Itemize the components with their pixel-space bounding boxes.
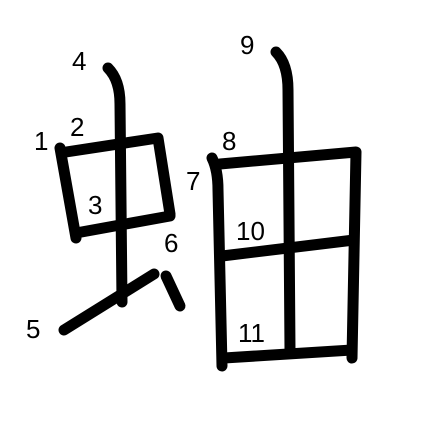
stroke-7 bbox=[206, 152, 228, 372]
stroke-8 bbox=[214, 146, 362, 364]
stroke-number-3: 3 bbox=[88, 190, 102, 220]
stroke-number-1: 1 bbox=[34, 126, 48, 156]
stroke-11 bbox=[218, 344, 358, 364]
stroke-number-5: 5 bbox=[26, 314, 40, 344]
stroke-number-6: 6 bbox=[164, 228, 178, 258]
stroke-number-2: 2 bbox=[70, 112, 84, 142]
stroke-2 bbox=[60, 132, 176, 220]
stroke-number-9: 9 bbox=[240, 30, 254, 60]
stroke-number-10: 10 bbox=[236, 216, 265, 246]
stroke-number-4: 4 bbox=[72, 46, 86, 76]
stroke-6 bbox=[160, 270, 186, 312]
stroke-4 bbox=[102, 62, 128, 308]
stroke-5 bbox=[58, 268, 160, 336]
stroke-number-7: 7 bbox=[186, 166, 200, 196]
stroke-number-8: 8 bbox=[222, 126, 236, 156]
stroke-9 bbox=[270, 46, 296, 356]
stroke-1 bbox=[54, 142, 82, 244]
stroke-10 bbox=[216, 234, 360, 262]
stroke-number-11: 11 bbox=[238, 318, 265, 348]
